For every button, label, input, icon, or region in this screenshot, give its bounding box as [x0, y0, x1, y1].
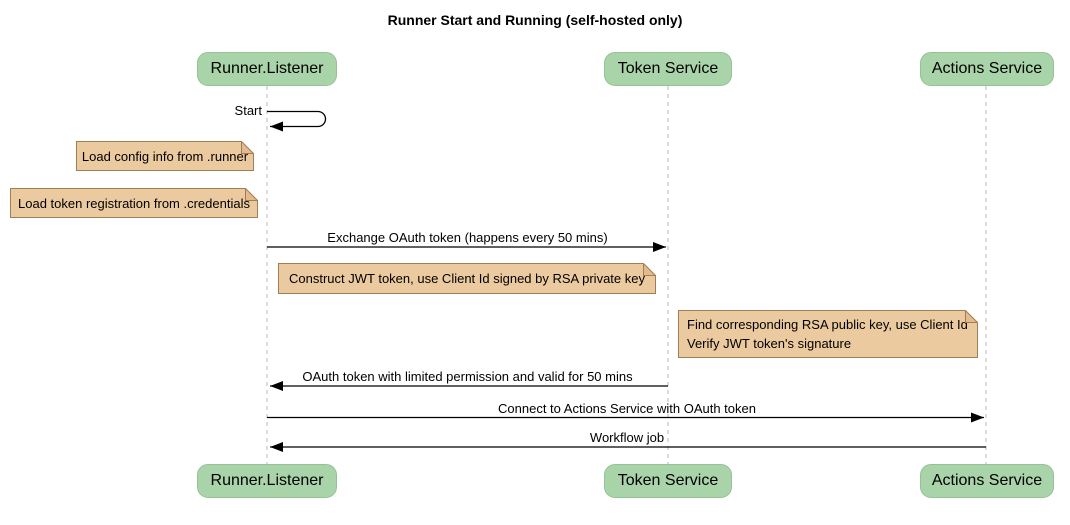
note-fold-icon: [241, 141, 254, 154]
actor-top-token-service: Token Service: [604, 52, 732, 86]
message-label-exchange-oauth: Exchange OAuth token (happens every 50 m…: [327, 230, 608, 245]
actor-bottom-runner-listener: Runner.Listener: [197, 464, 337, 498]
note-text: Load config info from .runner: [81, 148, 249, 164]
note-text-line2: Verify JWT token's signature: [687, 336, 852, 351]
note-load-token-registration: Load token registration from .credential…: [10, 188, 258, 218]
note-fold-icon: [965, 310, 978, 323]
note-verify-jwt: Find corresponding RSA public key, use C…: [678, 310, 978, 358]
message-label-start: Start: [234, 103, 262, 118]
actor-bottom-token-service: Token Service: [604, 464, 732, 498]
actor-label: Token Service: [617, 472, 719, 489]
message-label-connect-actions: Connect to Actions Service with OAuth to…: [498, 401, 756, 416]
note-fold-icon: [245, 188, 258, 201]
actor-label: Runner.Listener: [210, 472, 324, 489]
actor-label: Token Service: [617, 60, 719, 77]
message-label-workflow-job: Workflow job: [589, 430, 665, 445]
actor-top-actions-service: Actions Service: [920, 52, 1054, 86]
note-fold-icon: [643, 263, 656, 276]
actor-top-runner-listener: Runner.Listener: [197, 52, 337, 86]
note-load-config: Load config info from .runner: [76, 141, 254, 171]
diagram-title: Runner Start and Running (self-hosted on…: [387, 12, 683, 28]
note-text: Load token registration from .credential…: [18, 195, 250, 211]
note-text: Construct JWT token, use Client Id signe…: [289, 271, 645, 286]
actor-label: Actions Service: [931, 60, 1043, 77]
note-construct-jwt: Construct JWT token, use Client Id signe…: [278, 263, 656, 294]
note-text-line1: Find corresponding RSA public key, use C…: [687, 317, 968, 332]
actor-bottom-actions-service: Actions Service: [920, 464, 1054, 498]
actor-label: Runner.Listener: [210, 60, 324, 77]
self-loop-arrow-start: [267, 110, 327, 132]
actor-label: Actions Service: [931, 472, 1043, 489]
message-label-oauth-token-return: OAuth token with limited permission and …: [302, 369, 633, 384]
